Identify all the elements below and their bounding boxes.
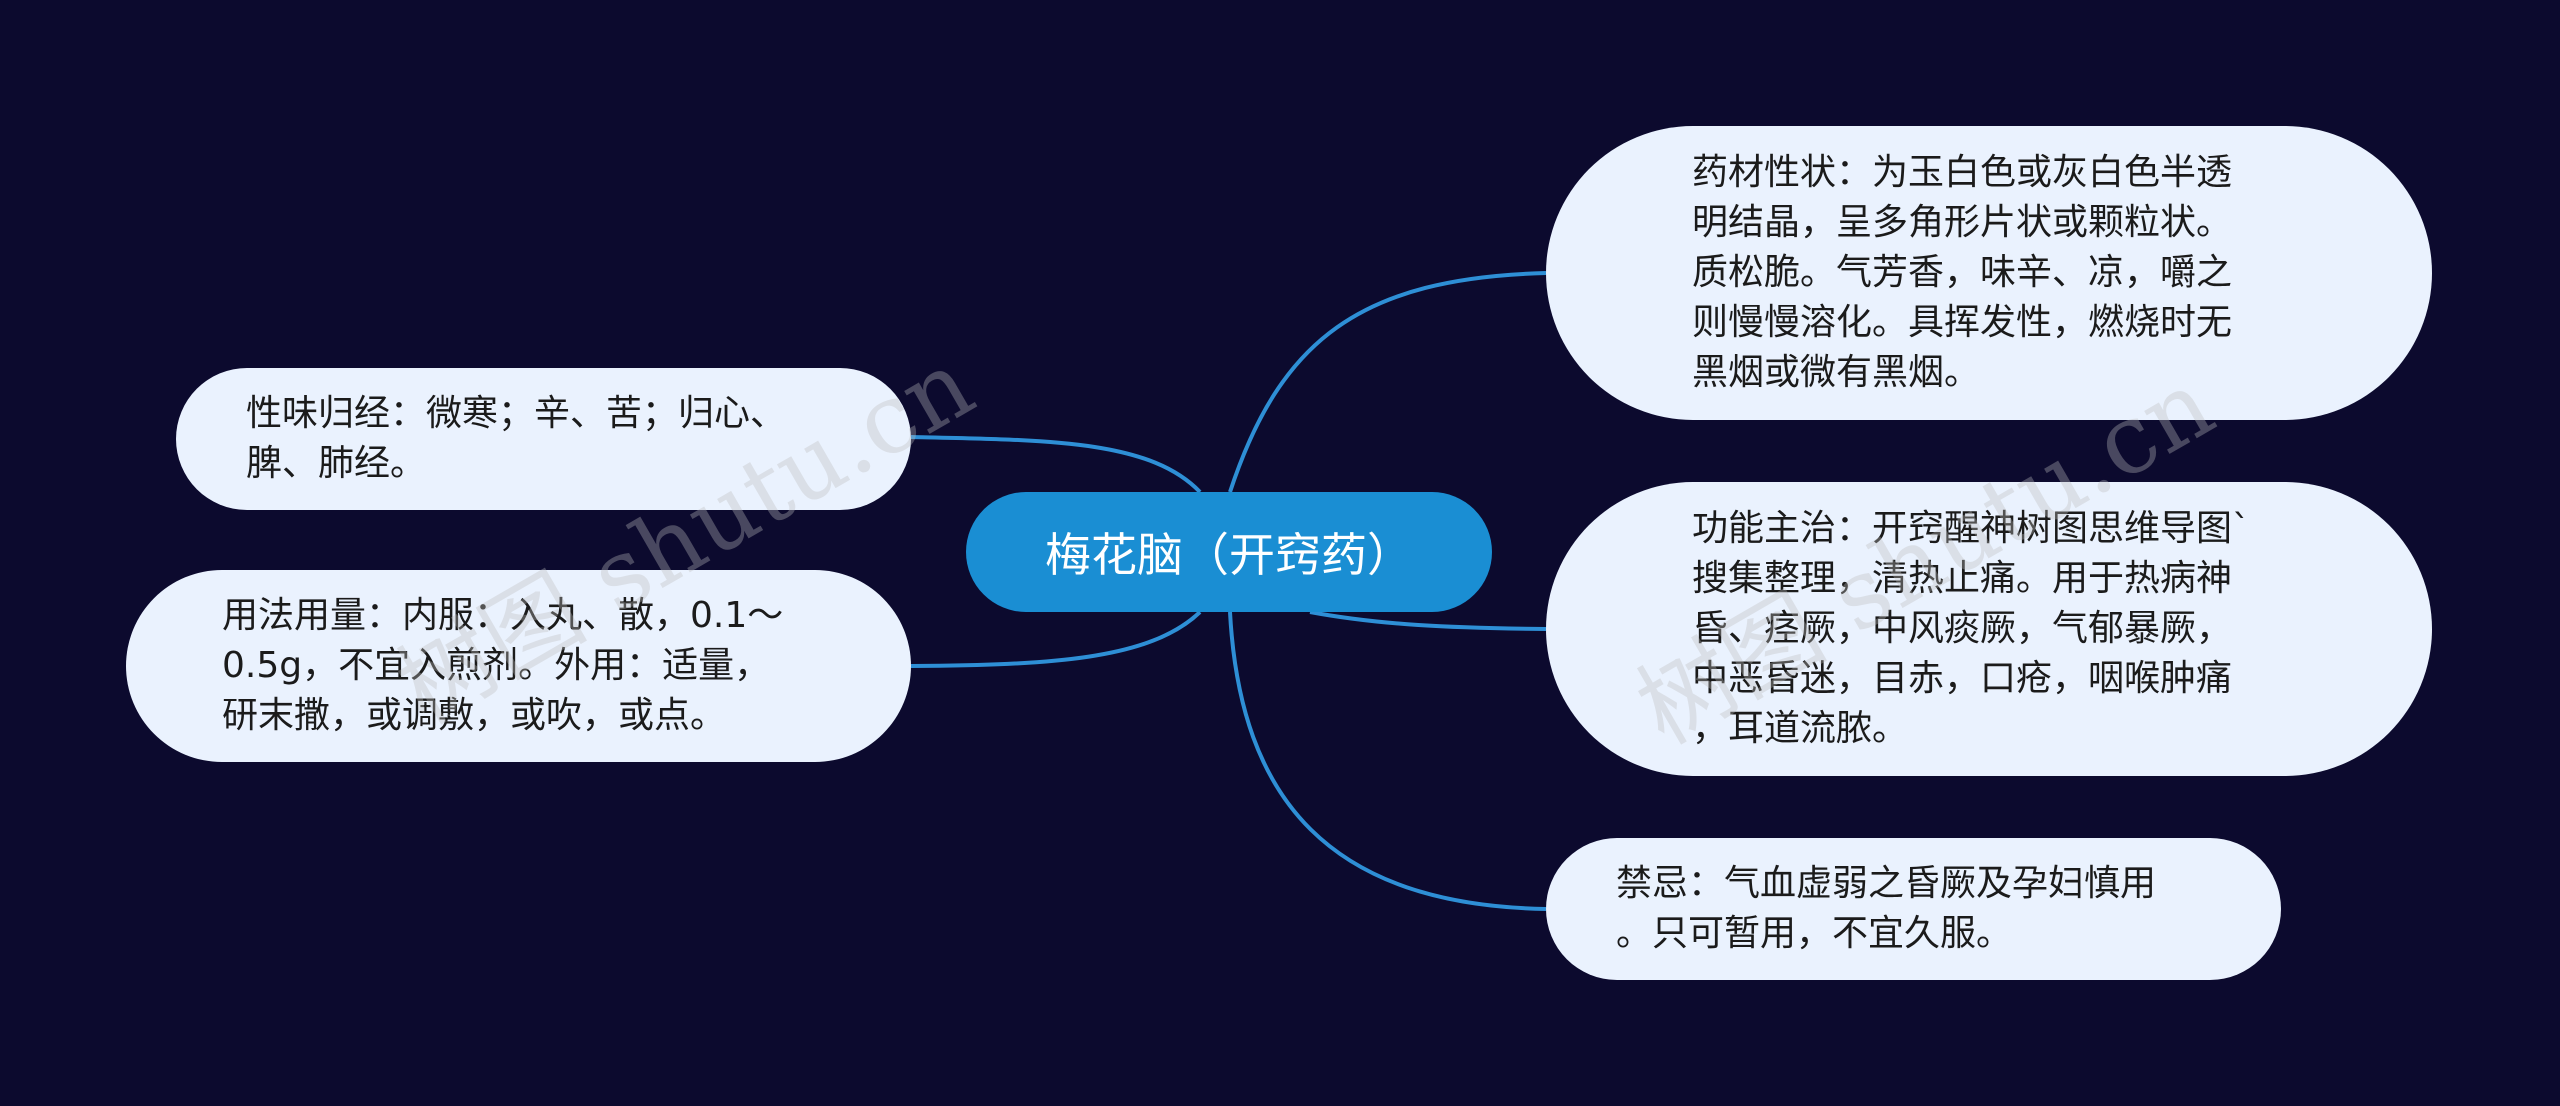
connector-to-gongneng: [1309, 610, 1547, 631]
central-topic[interactable]: 梅花脑（开窍药）: [966, 492, 1492, 612]
connector-to-yongfa: [910, 610, 1202, 668]
connector-to-jinji: [1228, 611, 1547, 911]
branch-nature-flavor-meridian-text: 性味归经：微寒；辛、苦；归心、 脾、肺经。: [246, 393, 787, 484]
branch-functions-indications[interactable]: 功能主治：开窍醒神树图思维导图` 搜集整理，清热止痛。用于热病神 昏、痉厥，中风…: [1546, 482, 2432, 776]
branch-usage-dosage[interactable]: 用法用量：内服：入丸、散，0.1～ 0.5g，不宜入煎剂。外用：适量， 研末撒，…: [126, 570, 911, 762]
branch-contraindications[interactable]: 禁忌：气血虚弱之昏厥及孕妇慎用 。只可暂用，不宜久服。: [1546, 838, 2281, 980]
central-topic-label: 梅花脑（开窍药）: [1045, 528, 1413, 582]
branch-herb-characteristics[interactable]: 药材性状：为玉白色或灰白色半透 明结晶，呈多角形片状或颗粒状。 质松脆。气芳香，…: [1546, 126, 2432, 420]
branch-nature-flavor-meridian[interactable]: 性味归经：微寒；辛、苦；归心、 脾、肺经。: [176, 368, 911, 510]
connector-to-yaocai: [1228, 271, 1547, 493]
branch-functions-indications-text: 功能主治：开窍醒神树图思维导图` 搜集整理，清热止痛。用于热病神 昏、痉厥，中风…: [1692, 508, 2251, 749]
branch-usage-dosage-text: 用法用量：内服：入丸、散，0.1～ 0.5g，不宜入煎剂。外用：适量， 研末撒，…: [222, 595, 784, 736]
branch-contraindications-text: 禁忌：气血虚弱之昏厥及孕妇慎用 。只可暂用，不宜久服。: [1616, 863, 2157, 954]
connector-to-xingwei: [910, 435, 1202, 494]
branch-herb-characteristics-text: 药材性状：为玉白色或灰白色半透 明结晶，呈多角形片状或颗粒状。 质松脆。气芳香，…: [1692, 152, 2233, 393]
